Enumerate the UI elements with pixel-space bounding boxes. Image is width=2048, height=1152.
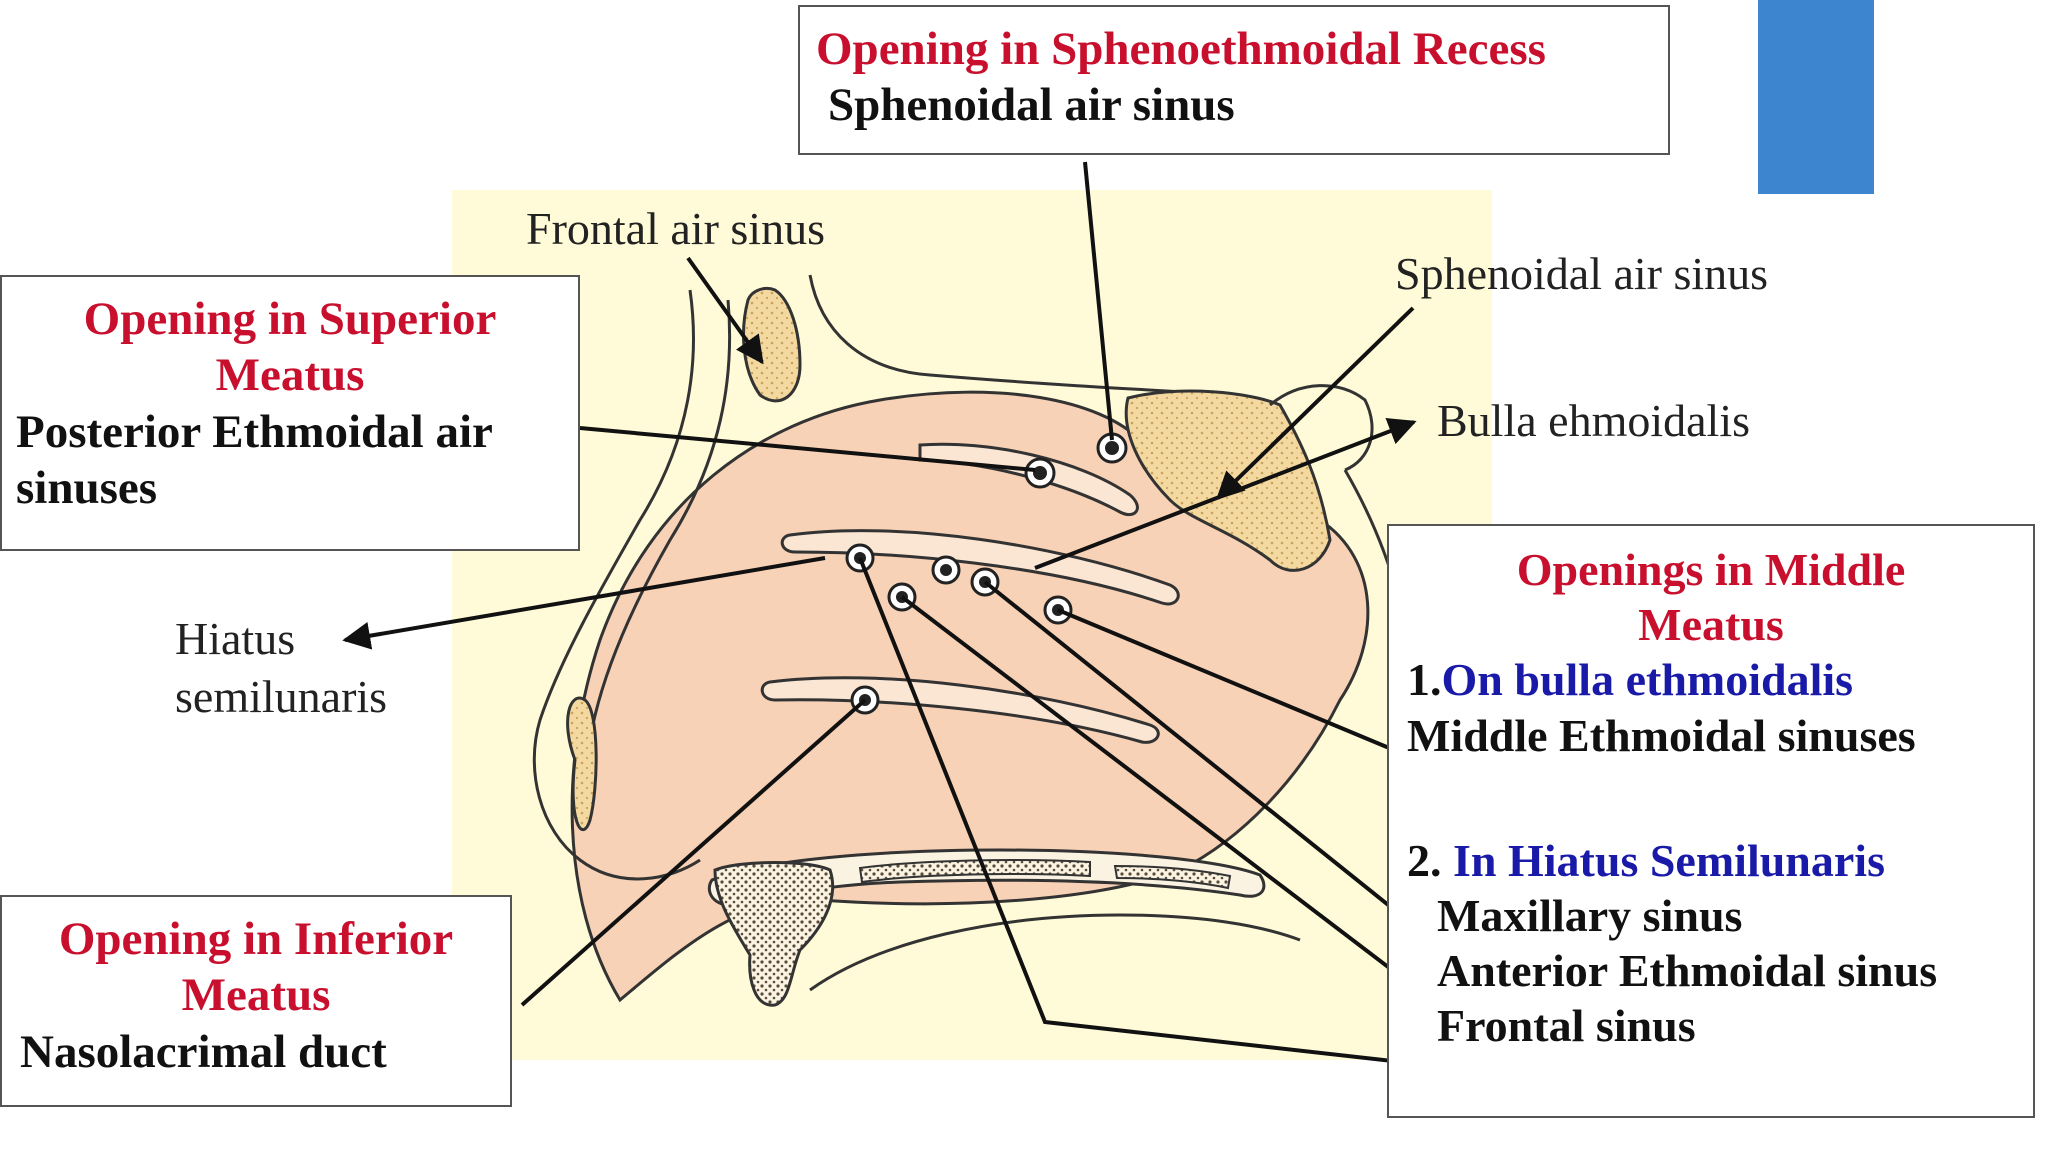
middle-group1-number: 1. xyxy=(1407,654,1442,706)
posterior-ethmoidal-ostium xyxy=(1024,457,1056,489)
middle-group1-heading: 1.On bulla ethmoidalis xyxy=(1407,652,2015,707)
middle-group2-item-frontal: Frontal sinus xyxy=(1437,1000,1696,1052)
superior-item-line2: sinuses xyxy=(16,462,158,515)
leader-superior xyxy=(579,426,1036,472)
box-inferior-meatus: Opening in Inferior Meatus Nasolacrimal … xyxy=(0,895,512,1107)
superior-item-line1: Posterior Ethmoidal air xyxy=(16,405,493,458)
leader-middle-ethmoidal xyxy=(1057,608,1419,762)
middle-group2-heading: 2. In Hiatus Semilunaris xyxy=(1407,833,2015,888)
leader-maxillary xyxy=(983,580,1444,950)
inferior-title-line2: Meatus xyxy=(181,969,331,1022)
leader-sphenoethmoidal xyxy=(1083,161,1114,441)
maxilla-incisor xyxy=(713,861,835,1007)
label-hiatus: Hiatus semilunaris xyxy=(175,610,387,725)
middle-group1-label: On bulla ethmoidalis xyxy=(1441,654,1854,706)
label-hiatus-line1: Hiatus xyxy=(175,613,296,664)
cranial-base xyxy=(808,274,1241,397)
leader-hiatus xyxy=(342,556,826,650)
middle-title-line2: Meatus xyxy=(1638,599,1784,651)
box-sphenoethmoidal-recess: Opening in Sphenoethmoidal Recess Spheno… xyxy=(798,5,1670,155)
nasal-bone-inner xyxy=(588,299,732,741)
middle-group1-item: Middle Ethmoidal sinuses xyxy=(1407,709,1916,761)
leader-bulla xyxy=(1034,417,1417,570)
inferior-item: Nasolacrimal duct xyxy=(20,1025,387,1078)
leader-anterior-ethmoidal xyxy=(900,595,1444,1010)
palate-arch-lower xyxy=(809,913,1301,992)
middle-concha xyxy=(780,529,1180,606)
inferior-title-line1: Opening in Inferior xyxy=(58,913,454,965)
superior-concha xyxy=(918,442,1139,517)
label-bulla-ethmoidalis: Bulla ehmoidalis xyxy=(1437,395,1751,446)
leader-lines xyxy=(342,161,1444,1067)
superior-title-line1: Opening in Superior xyxy=(83,293,497,345)
middle-title-line1: Openings in Middle xyxy=(1516,544,1906,595)
nasal-bone-outline xyxy=(532,289,701,881)
middle-group2-number: 2. xyxy=(1407,834,1453,886)
superior-title-line2: Meatus xyxy=(215,349,365,402)
sphenoethmoidal-item: Sphenoidal air sinus xyxy=(828,79,1235,132)
middle-group2-item-maxillary: Maxillary sinus xyxy=(1437,889,1743,941)
leader-frontal-sinus xyxy=(858,557,1429,1067)
label-frontal-air-sinus: Frontal air sinus xyxy=(526,203,825,254)
leader-sphenoidal-air-sinus xyxy=(1215,306,1415,500)
box-middle-meatus: Openings in Middle Meatus 1.On bulla eth… xyxy=(1387,524,2035,1118)
leader-nasolacrimal xyxy=(520,698,867,1007)
palate-dotted-strip xyxy=(858,859,1091,884)
label-sphenoidal-air-sinus: Sphenoidal air sinus xyxy=(1395,248,1769,299)
middle-group2-label: In Hiatus Semilunaris xyxy=(1453,834,1885,886)
label-hiatus-line2: semilunaris xyxy=(175,670,388,722)
accent-bar xyxy=(1758,0,1874,194)
leader-frontal-air-sinus xyxy=(686,256,764,365)
palate-dotted-strip-small xyxy=(1113,864,1232,890)
middle-group2-item-anterior-ethmoidal: Anterior Ethmoidal sinus xyxy=(1437,945,1938,997)
sphenoethmoidal-title: Opening in Sphenoethmoidal Recess xyxy=(816,23,1546,75)
alar-cartilage xyxy=(566,696,598,832)
box-superior-meatus: Opening in Superior Meatus Posterior Eth… xyxy=(0,275,580,551)
bulla-ostium-a xyxy=(931,555,961,585)
middle-spacer xyxy=(1407,763,2015,833)
sella-outline xyxy=(1269,384,1374,472)
